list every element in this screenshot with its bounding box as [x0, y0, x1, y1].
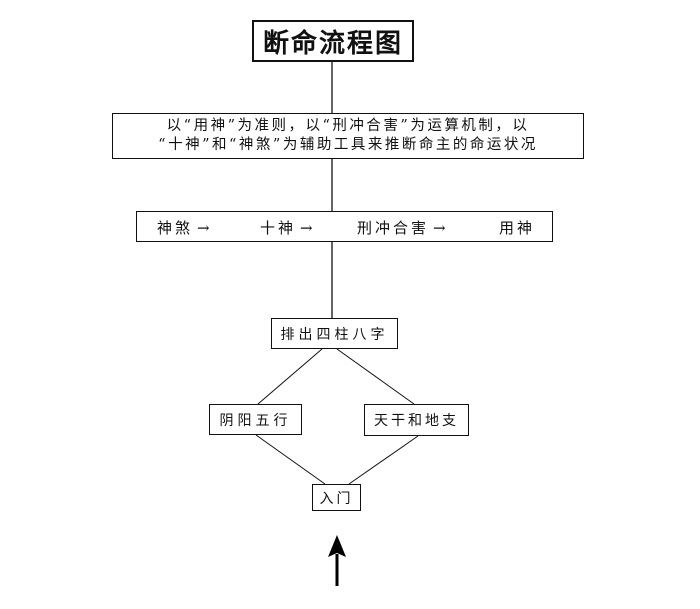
flow-item: 十神→: [260, 217, 313, 238]
title-box: 断命流程图: [252, 20, 414, 62]
flow-item: 用神: [499, 217, 535, 238]
entry-node: 入门: [312, 484, 361, 511]
connector-bazi-to-tiangan: [336, 348, 415, 405]
right-arrow-icon: →: [300, 219, 313, 237]
connector-bazi-to-yinyang: [257, 348, 323, 405]
connector-yinyang-to-entry: [255, 434, 326, 485]
tiangan-label: 天干和地支: [374, 413, 459, 429]
description-line-1: 以“用神”为准则，以“刑冲合害”为运算机制，以: [166, 118, 530, 134]
description-line-2: “十神”和“神煞”为辅助工具来推断命主的命运状况: [158, 137, 538, 153]
right-arrow-icon: →: [433, 219, 446, 237]
right-arrow-icon: →: [197, 219, 210, 237]
description-box: 以“用神”为准则，以“刑冲合害”为运算机制，以 “十神”和“神煞”为辅助工具来推…: [112, 113, 584, 159]
bazi-label: 排出四柱八字: [280, 326, 389, 343]
yinyang-node: 阴阳五行: [209, 404, 302, 435]
flow-item-label: 神煞: [157, 219, 194, 237]
flow-item: 神煞→: [157, 217, 210, 238]
up-arrow-icon: [328, 535, 346, 586]
flow-item: 刑冲合害→: [357, 217, 446, 238]
diagram-title: 断命流程图: [262, 28, 403, 59]
flow-box: 神煞→ 十神→ 刑冲合害→ 用神: [136, 211, 553, 242]
bazi-node: 排出四柱八字: [271, 318, 398, 349]
connector-tiangan-to-entry: [348, 435, 419, 485]
flow-item-label: 十神: [260, 219, 297, 237]
tiangan-node: 天干和地支: [364, 404, 469, 436]
entry-label: 入门: [319, 490, 354, 507]
yinyang-label: 阴阳五行: [219, 412, 292, 429]
flow-item-label: 刑冲合害: [357, 219, 430, 237]
flow-item-label: 用神: [499, 219, 536, 237]
